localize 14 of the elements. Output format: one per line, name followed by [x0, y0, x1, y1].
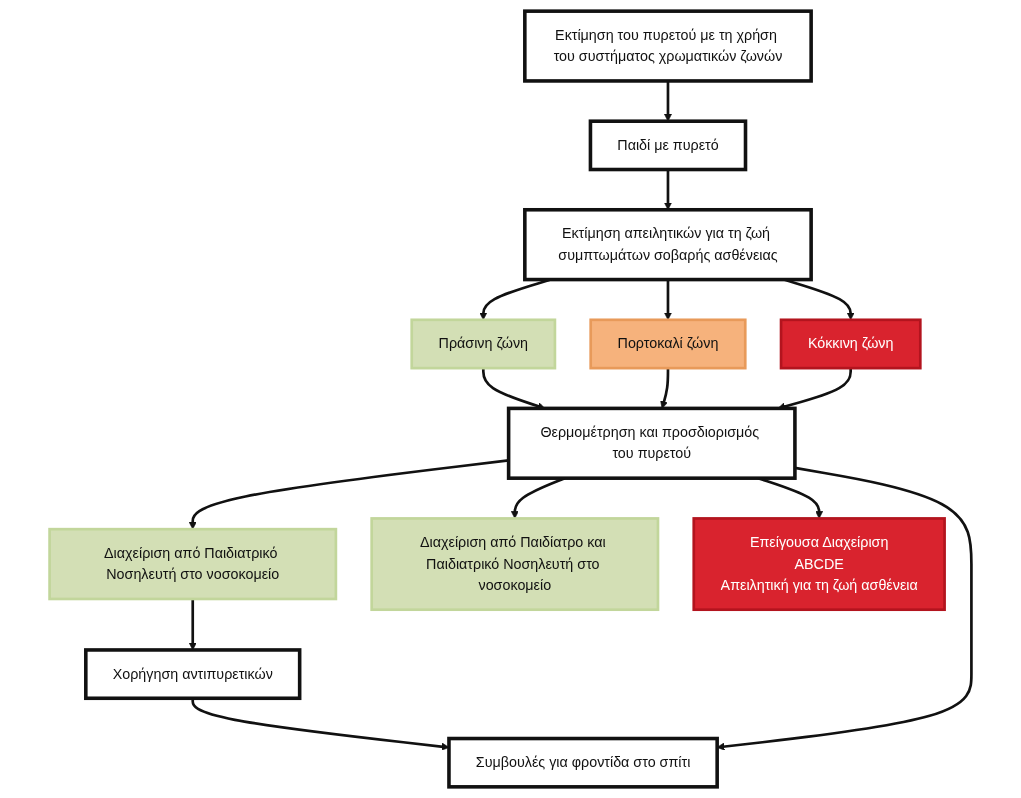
node-box: Διαχείριση από Παιδίατρο και Παιδιατρικό Νοσηλευτή στο νοσοκομείο: [370, 517, 660, 612]
node-box: Εκτίμηση του πυρετού με τη χρήση του συστήματος χρωματικών ζωνών: [523, 9, 813, 83]
arrow: [664, 80, 672, 122]
node-box: Εκτίμηση απειλητικών για τη ζωή συμπτωμάτων σοβαρής ασθένειας: [523, 208, 813, 282]
node-box: Θερμομέτρηση και προσδιορισμός του πυρετού: [506, 406, 797, 480]
node-box: Κόκκινη ζώνη: [779, 318, 922, 370]
node-box: Χορήγηση αντιπυρετικών: [84, 648, 302, 701]
node-box: Επείγουσα Διαχείριση ABCDE Απειλητική για τη ζωή ασθένεια: [692, 517, 946, 612]
arrow: [660, 368, 670, 409]
node-box: Πράσινη ζώνη: [410, 318, 557, 370]
node-box: Παιδί με πυρετό: [588, 119, 748, 172]
node-box: Πορτοκαλί ζώνη: [589, 318, 747, 370]
node-box: Διαχείριση από Παιδιατρικό Νοσηλευτή στο νοσοκομείο: [48, 527, 338, 601]
node-box: Συμβουλές για φροντίδα στο σπίτι: [447, 736, 719, 789]
